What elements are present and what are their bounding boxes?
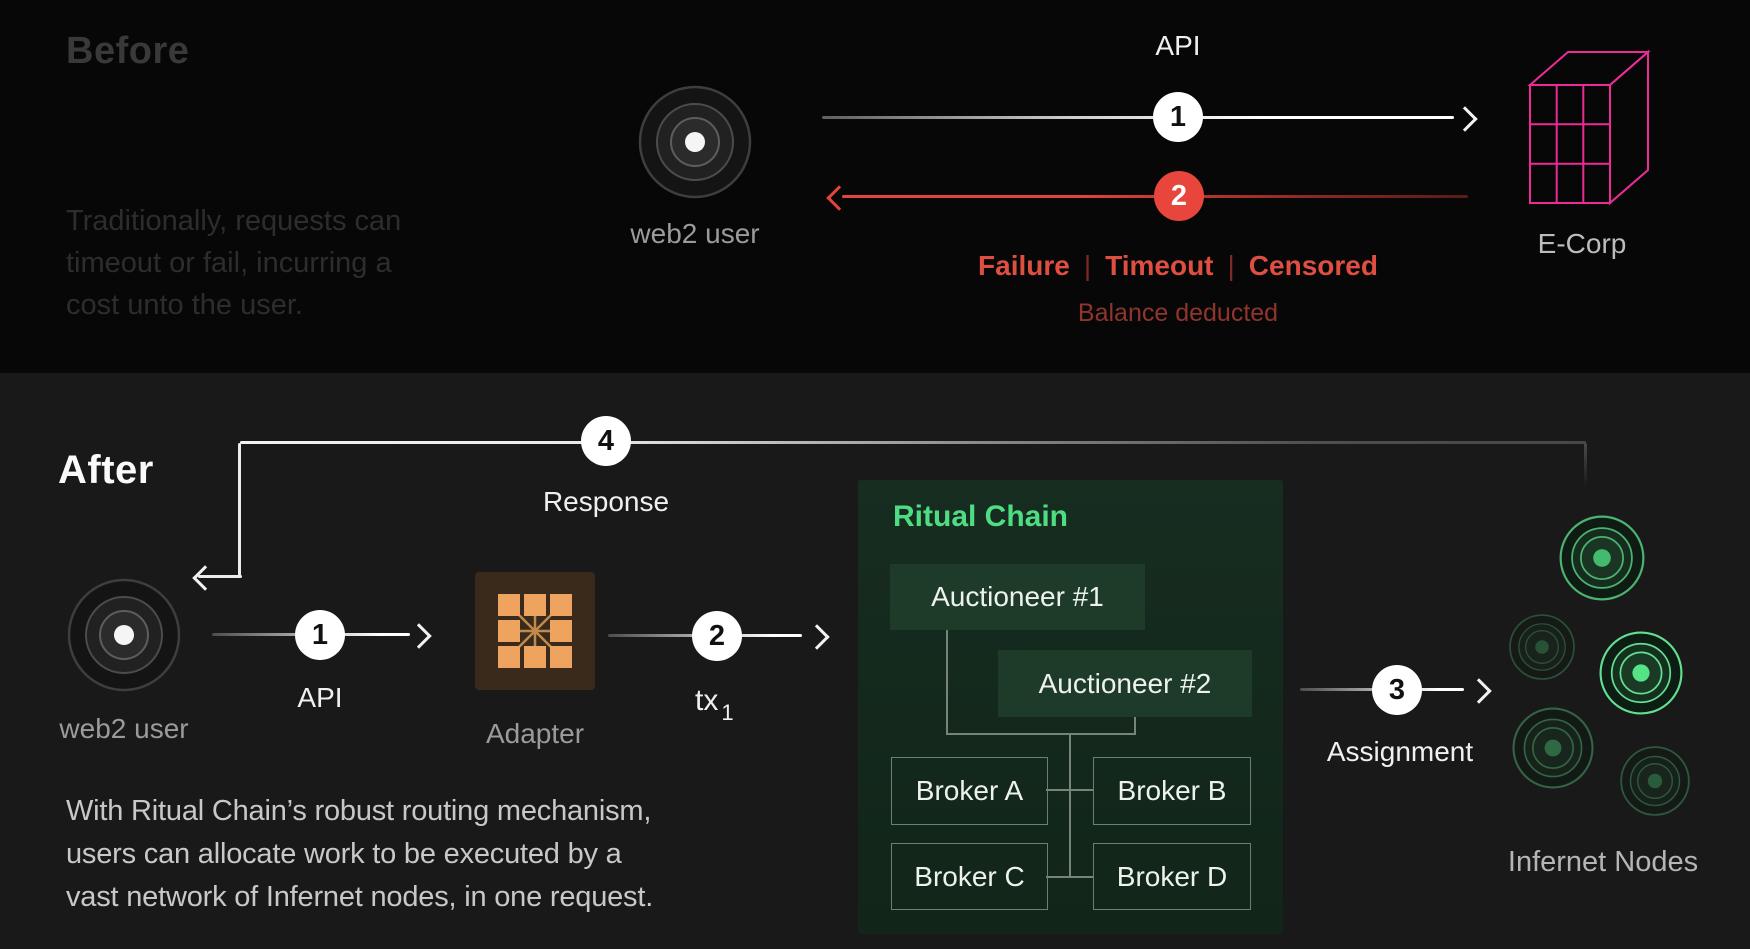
description-line: timeout or fail, incurring a — [66, 247, 392, 279]
connector-line — [946, 733, 1136, 735]
separator: | — [1083, 250, 1092, 281]
failure-label: Failure — [978, 250, 1070, 281]
separator: | — [1227, 250, 1235, 281]
step-circle-4: 4 — [581, 416, 631, 466]
broker-box: Broker B — [1093, 757, 1251, 825]
step-circle-3: 3 — [1372, 665, 1422, 715]
assignment-label: Assignment — [1326, 736, 1474, 767]
response-path-vertical-left — [238, 443, 241, 577]
web2-user-label: web2 user — [59, 713, 189, 744]
response-path-horizontal — [240, 441, 1586, 444]
api-label: API — [1155, 30, 1201, 61]
adapter-icon — [475, 572, 595, 690]
web2-user-icon — [638, 85, 752, 199]
request-arrow-line — [822, 116, 1454, 119]
response-path-return — [198, 575, 242, 578]
ecorp-label: E-Corp — [1537, 228, 1627, 259]
description-line: users can allocate work to be executed b… — [66, 838, 622, 870]
description-line: With Ritual Chain’s robust routing mecha… — [66, 795, 652, 827]
step-circle-1: 1 — [1153, 92, 1203, 142]
description-line: cost unto the user. — [66, 289, 303, 321]
ecorp-cube-icon — [1527, 49, 1651, 206]
infernet-node-icon — [1620, 746, 1690, 816]
broker-box: Broker A — [891, 757, 1048, 825]
infernet-node-icon — [1509, 614, 1575, 680]
failure-arrowhead-icon — [826, 185, 852, 211]
broker-box: Broker C — [891, 843, 1048, 910]
request-arrowhead-icon — [1452, 106, 1478, 132]
ritual-chain-title: Ritual Chain — [893, 500, 1069, 533]
step-circle-1-after: 1 — [295, 610, 345, 660]
auctioneer-1-box: Auctioneer #1 — [890, 564, 1145, 630]
after-description: With Ritual Chain’s robust routing mecha… — [66, 790, 653, 919]
response-path-vertical-right — [1584, 443, 1587, 487]
connector-line — [1046, 789, 1093, 791]
timeout-label: Timeout — [1105, 250, 1214, 281]
response-label: Response — [542, 486, 670, 517]
failure-status-row: Failure | Timeout | Censored — [978, 250, 1378, 282]
description-line: vast network of Infernet nodes, in one r… — [66, 881, 654, 913]
censored-label: Censored — [1248, 250, 1378, 281]
auctioneer-2-box: Auctioneer #2 — [998, 650, 1252, 717]
balance-deducted-label: Balance deducted — [1077, 299, 1279, 327]
description-line: Traditionally, requests can — [66, 205, 402, 237]
connector-line — [1069, 733, 1071, 878]
adapter-label: Adapter — [485, 718, 585, 749]
before-heading: Before — [66, 30, 190, 72]
before-description: Traditionally, requests can timeout or f… — [66, 200, 401, 326]
web2-user-icon — [67, 578, 181, 692]
connector-line — [1134, 717, 1136, 734]
infernet-nodes-label: Infernet Nodes — [1507, 846, 1699, 878]
connector-line — [1046, 876, 1093, 878]
tx-subscript: 1 — [721, 700, 734, 725]
step-circle-2: 2 — [1154, 171, 1204, 221]
infernet-node-icon — [1599, 631, 1683, 715]
step-circle-2-after: 2 — [692, 611, 742, 661]
web2-user-label: web2 user — [630, 218, 760, 249]
api-label: API — [297, 682, 343, 713]
infernet-node-icon — [1512, 707, 1594, 789]
connector-line — [946, 630, 948, 735]
infernet-node-icon — [1559, 515, 1645, 601]
after-heading: After — [58, 448, 154, 492]
broker-box: Broker D — [1093, 843, 1251, 910]
tx-label: tx — [695, 684, 719, 717]
